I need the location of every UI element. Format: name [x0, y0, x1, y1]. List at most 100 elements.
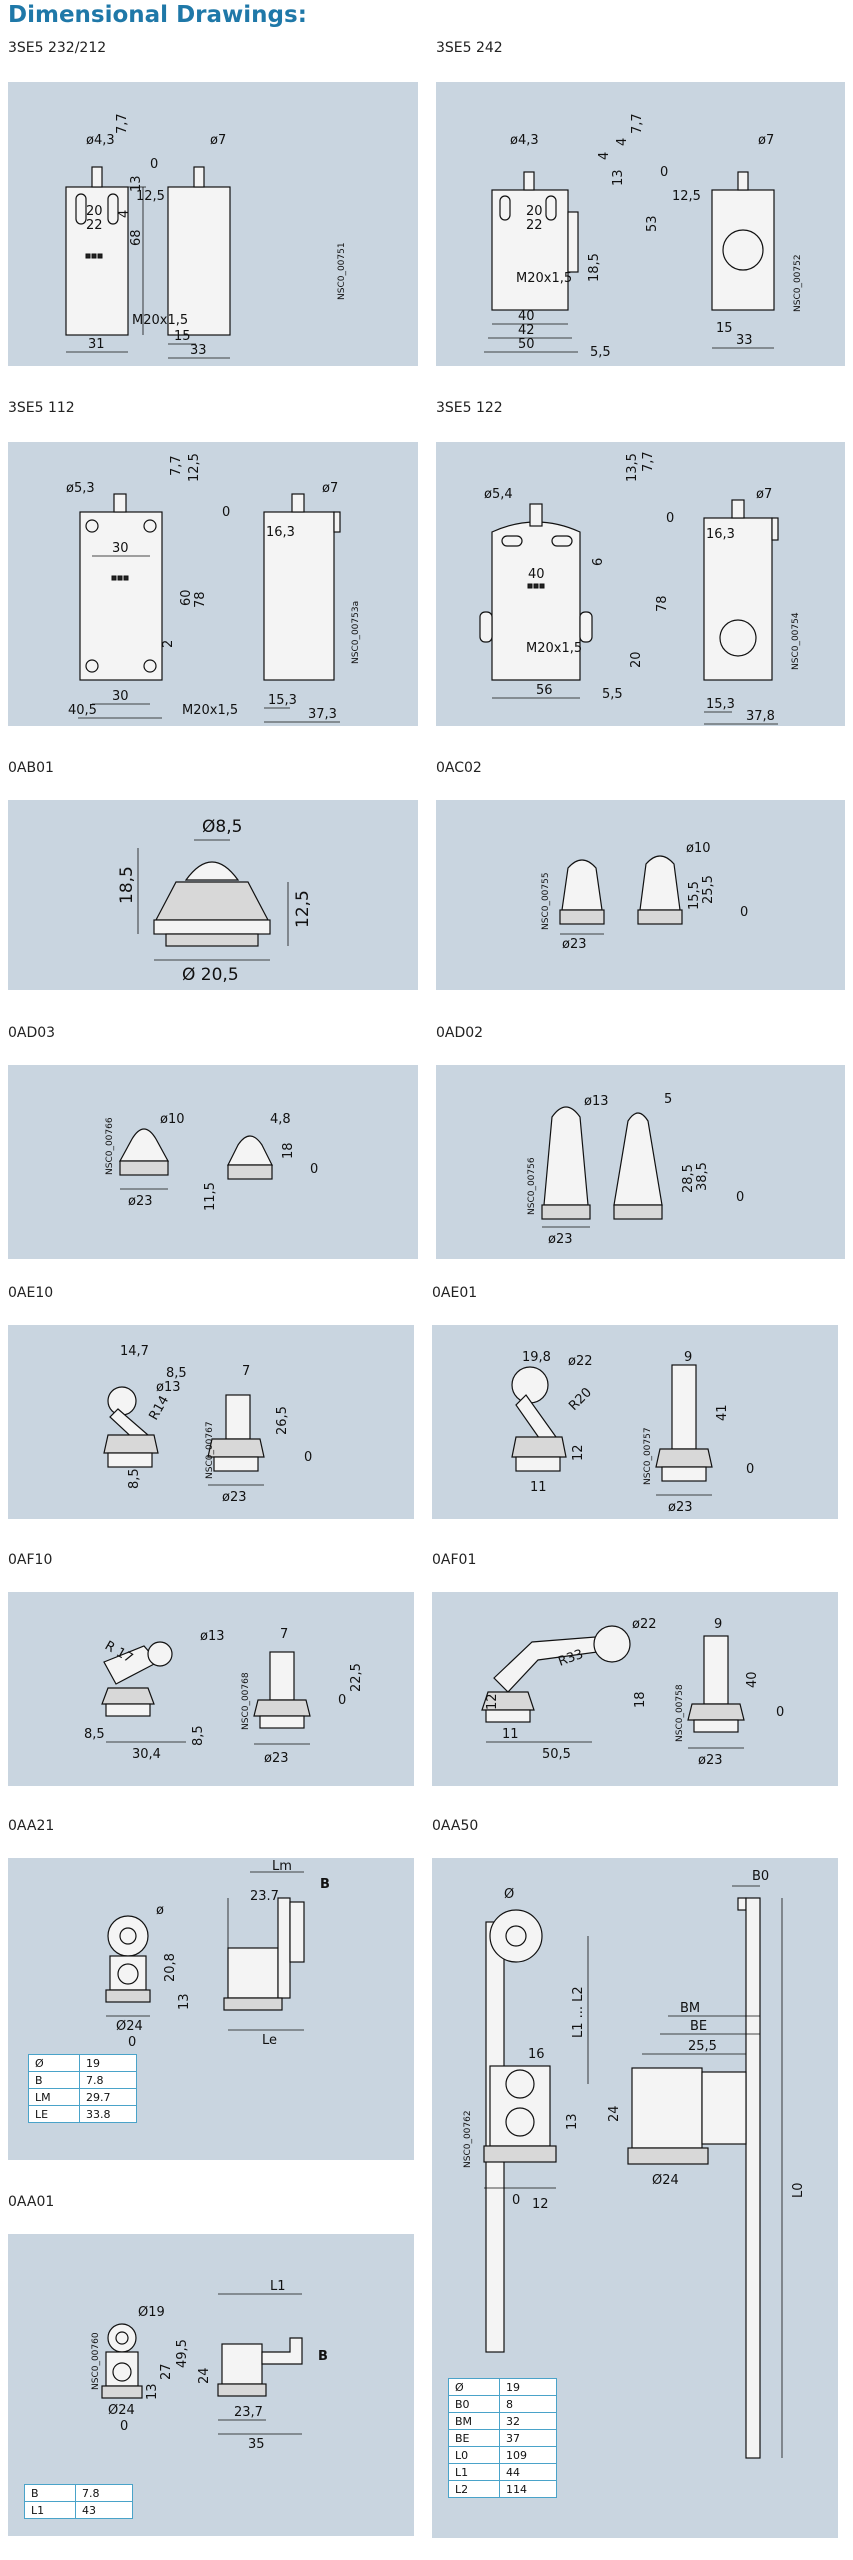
- drawing-title: 0AA21: [8, 1818, 55, 1834]
- drawing-0af10: R 17 ø13 7 22,5 0 8,5 30,4 8,5 ø23 NSC0_…: [84, 1627, 364, 1766]
- drawing-code: NSC0_00757: [643, 1427, 653, 1485]
- table-value: 33.8: [79, 2105, 137, 2123]
- dim-label: 23,7: [234, 2405, 263, 2420]
- dim-label: 13: [611, 169, 626, 186]
- drawing-panel-0af10: R 17 ø13 7 22,5 0 8,5 30,4 8,5 ø23 NSC0_…: [8, 1592, 414, 1786]
- table-value: 44: [499, 2463, 557, 2481]
- dim-label: R14: [146, 1393, 172, 1423]
- dim-label: 33: [190, 343, 207, 358]
- drawing-0af01: ø22 R33 9 40 18 0 12 11 50,5 ø23 NSC0_00…: [481, 1617, 784, 1768]
- dim-label: 24: [607, 2105, 622, 2122]
- dim-label: 0: [338, 1693, 346, 1708]
- dim-label: 7,7: [630, 113, 645, 134]
- dim-label: 16,3: [266, 525, 295, 540]
- dim-label: 40: [518, 309, 535, 324]
- drawing-3se5-112: ø5,3 7,7 12,5 0 30 60 78 2 30 40,5 M20x1…: [66, 453, 361, 723]
- table-key: L1: [448, 2463, 500, 2481]
- dim-label: ø10: [686, 841, 711, 856]
- drawing-panel-3se5-232: ø4,3 7,7 0 4 13 20 22 68 12,5 ø7 31 M20x…: [8, 82, 418, 366]
- dim-label: 37,8: [746, 709, 775, 724]
- dim-label: 28,5: [681, 1164, 696, 1193]
- dim-label: 0: [666, 511, 674, 526]
- dim-label: 15: [716, 321, 733, 336]
- dim-label: 7,7: [115, 113, 130, 134]
- dim-label: 33: [736, 333, 753, 348]
- drawing-title: 0AA01: [8, 2194, 55, 2210]
- dim-label: 0: [120, 2419, 128, 2434]
- drawing-panel-0af01: ø22 R33 9 40 18 0 12 11 50,5 ø23 NSC0_00…: [432, 1592, 838, 1786]
- drawing-panel-0ad02: ø13 5 38,5 28,5 0 ø23 NSC0_00756: [436, 1065, 845, 1259]
- dim-label: 19,8: [522, 1350, 551, 1365]
- table-value: 109: [499, 2446, 557, 2464]
- drawing-code: NSC0_00767: [205, 1421, 215, 1479]
- dim-label: ø22: [568, 1354, 593, 1369]
- drawing-title: 0AC02: [436, 760, 482, 776]
- dim-label: 12: [571, 1444, 586, 1461]
- dim-label: ø: [156, 1903, 164, 1918]
- dim-label: BM: [680, 2001, 700, 2016]
- dim-label: 12: [485, 1693, 500, 1710]
- dim-label: 60: [179, 589, 194, 606]
- table-value: 29.7: [79, 2088, 137, 2106]
- dim-label: 23.7: [250, 1889, 279, 1904]
- dim-label: 40,5: [68, 703, 97, 718]
- dim-label: 7: [242, 1364, 250, 1379]
- drawing-title: 3SE5 122: [436, 400, 503, 416]
- dim-label: 41: [715, 1404, 730, 1421]
- drawing-panel-0ad03: ø10 4,8 18 0 11,5 ø23 NSC0_00766: [8, 1065, 418, 1259]
- drawing-code: NSC0_00762: [463, 2110, 473, 2168]
- dim-label: 53: [645, 215, 660, 232]
- table-key: B: [28, 2071, 80, 2089]
- dim-label: 13: [145, 2383, 160, 2400]
- table-value: 43: [75, 2501, 133, 2519]
- dim-label: 13: [565, 2113, 580, 2130]
- dim-label: ø7: [322, 481, 338, 496]
- table-value: 37: [499, 2429, 557, 2447]
- dim-label: M20x1,5: [526, 641, 582, 656]
- dim-label: 4,8: [270, 1112, 291, 1127]
- dim-label: 11: [530, 1480, 547, 1495]
- drawing-title: 0AD03: [8, 1025, 56, 1041]
- dim-label: 0: [746, 1462, 754, 1477]
- dim-label: 42: [518, 323, 535, 338]
- drawing-3se5-232: ø4,3 7,7 0 4 13 20 22 68 12,5 ø7 31 M20x…: [65, 113, 347, 359]
- drawing-0ae01: 19,8 ø22 R20 9 41 12 0 11 ø23 NSC0_00757: [511, 1350, 754, 1515]
- drawing-panel-0aa01: Ø19 49,5 27 13 24 L1 B 23,7 35 Ø24 0 NSC…: [8, 2234, 414, 2536]
- dim-label: 0: [740, 905, 748, 920]
- dim-label: 12,5: [187, 453, 202, 482]
- drawing-title: 0AD02: [436, 1025, 484, 1041]
- dim-label: ø7: [756, 487, 772, 502]
- dim-label: 15,3: [268, 693, 297, 708]
- dim-label: 0: [512, 2193, 520, 2208]
- dim-label: Lm: [272, 1859, 292, 1874]
- table-value: 114: [499, 2480, 557, 2498]
- dim-label: 12,5: [672, 189, 701, 204]
- drawing-code: NSC0_00760: [91, 2332, 101, 2390]
- dim-label: 37,3: [308, 707, 337, 722]
- dim-label: ø13: [156, 1380, 181, 1395]
- dim-label: Ø 20,5: [182, 965, 239, 985]
- dim-label: 5,5: [602, 687, 623, 702]
- dim-label: 0: [150, 157, 158, 172]
- drawing-code: NSC0_00751: [337, 242, 347, 300]
- drawing-panel-0ab01: Ø8,5 18,5 12,5 Ø 20,5: [8, 800, 418, 990]
- table-value: 8: [499, 2395, 557, 2413]
- dim-label: 30,4: [132, 1747, 161, 1762]
- dim-label: 5: [664, 1092, 672, 1107]
- dim-label: 15,3: [706, 697, 735, 712]
- drawing-panel-0ae10: 14,7 8,5 ø13 R14 7 26,5 0 8,5 ø23 NSC0_0…: [8, 1325, 414, 1519]
- drawing-0ab01: Ø8,5 18,5 12,5 Ø 20,5: [117, 817, 313, 985]
- dim-label: ø13: [200, 1629, 225, 1644]
- drawing-0aa21: ø Lm 23.7 B 20,8 13 Ø24 0 Le: [105, 1859, 330, 2050]
- dim-label: ø10: [160, 1112, 185, 1127]
- drawing-panel-3se5-122: ø5,4 13,5 7,7 0 40 6 78 M20x1,5 20 56 5,…: [436, 442, 845, 726]
- drawing-panel-0ac02: ø10 25,5 15,5 0 ø23 NSC0_00755: [436, 800, 845, 990]
- drawing-0ae10: 14,7 8,5 ø13 R14 7 26,5 0 8,5 ø23 NSC0_0…: [103, 1344, 312, 1505]
- table-key: BE: [448, 2429, 500, 2447]
- drawing-panel-3se5-112: ø5,3 7,7 12,5 0 30 60 78 2 30 40,5 M20x1…: [8, 442, 418, 726]
